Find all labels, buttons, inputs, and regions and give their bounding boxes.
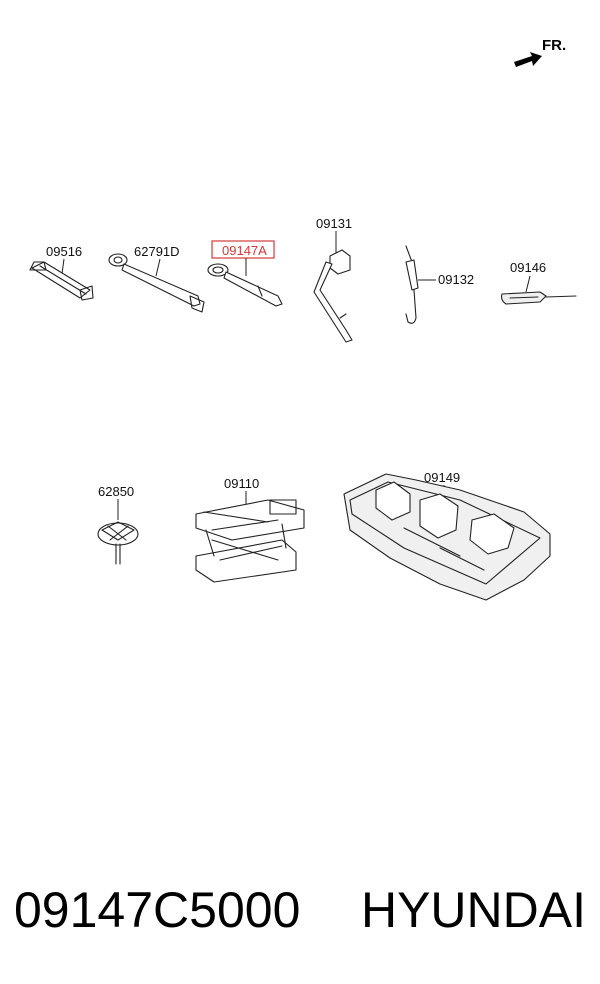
part-09516[interactable]: 09516 — [29, 244, 94, 301]
arrow-icon — [514, 52, 542, 67]
part-number: 09147C5000 — [14, 882, 301, 938]
part-label-09147A: 09147A — [222, 243, 267, 258]
part-09146[interactable]: 09146 — [500, 260, 577, 305]
part-label-62850: 62850 — [98, 484, 134, 499]
part-62791D[interactable]: 62791D — [108, 244, 205, 313]
part-label-09110: 09110 — [224, 476, 259, 491]
part-09147A[interactable]: 09147A — [207, 240, 283, 307]
part-label-62791D: 62791D — [134, 244, 180, 259]
part-09110[interactable]: 09110 — [195, 476, 305, 583]
highlight-box — [211, 240, 275, 259]
front-direction-label: FR. — [542, 37, 566, 54]
part-label-09132: 09132 — [438, 272, 474, 287]
part-label-09149: 09149 — [424, 470, 460, 485]
part-label-09516: 09516 — [46, 244, 82, 259]
part-09131[interactable]: 09131 — [313, 216, 353, 343]
brand-name: HYUNDAI — [360, 882, 586, 938]
part-09132[interactable]: 09132 — [405, 245, 474, 324]
part-label-09146: 09146 — [510, 260, 546, 275]
product-caption: 09147C5000 HYUNDAI — [0, 870, 600, 950]
part-label-09131: 09131 — [316, 216, 352, 231]
part-62850[interactable]: 62850 — [97, 484, 139, 565]
front-direction-indicator: FR. — [514, 37, 566, 67]
part-09149[interactable]: 09149 — [343, 470, 551, 601]
